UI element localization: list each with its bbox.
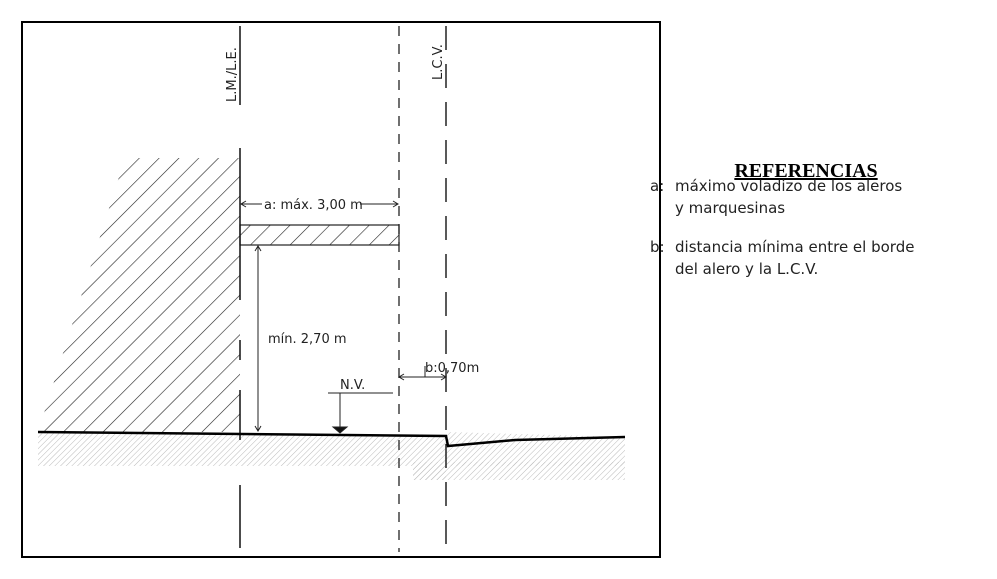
- ground-line: [37, 430, 626, 448]
- dimension-a-label: a: máx. 3,00 m: [264, 198, 363, 213]
- reference-text: máximo voladizo de los aleros y marquesi…: [675, 177, 903, 217]
- reference-item-b: b: distancia mínima entre el borde del al…: [650, 236, 935, 280]
- building-wall-hatch: [38, 158, 240, 432]
- level-mark: [328, 392, 393, 434]
- level-mark-label: N.V.: [340, 378, 365, 393]
- lm-le-label: L.M./L.E.: [225, 47, 240, 102]
- reference-item-a: a: máximo voladizo de los aleros y marque…: [650, 175, 910, 219]
- reference-text: distancia mínima entre el borde del aler…: [675, 238, 915, 278]
- lcv-label: L.C.V.: [431, 44, 446, 80]
- eave: [239, 224, 400, 246]
- dimension-b-label: b:0,70m: [425, 361, 479, 376]
- dimension-b: [398, 366, 447, 381]
- dimension-height: [254, 245, 262, 432]
- dimension-height-label: mín. 2,70 m: [268, 332, 347, 347]
- references-title: REFERENCIAS: [734, 160, 878, 182]
- diagram-frame: [21, 21, 661, 558]
- reference-key: b:: [650, 238, 665, 256]
- dimension-a: [240, 200, 399, 208]
- reference-key: a:: [650, 177, 665, 195]
